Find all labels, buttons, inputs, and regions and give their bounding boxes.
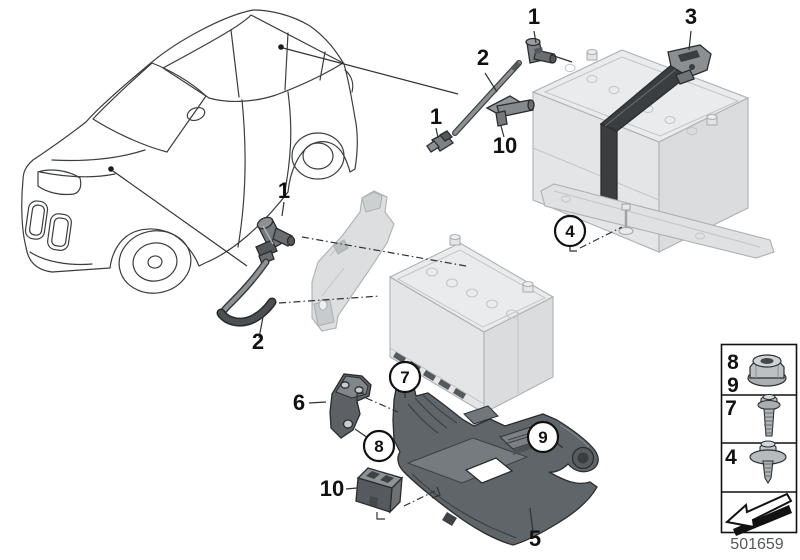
callout-4-circled[interactable]: 4 bbox=[553, 214, 587, 248]
battery-strap-part bbox=[599, 44, 712, 211]
legend-row-screw[interactable]: 4 bbox=[725, 440, 787, 485]
svg-text:7: 7 bbox=[400, 368, 409, 387]
car-rear-wheel bbox=[291, 132, 345, 180]
legend-label-9: 9 bbox=[727, 374, 739, 397]
leader-hood bbox=[112, 170, 248, 267]
legend-row-arrow[interactable] bbox=[724, 492, 793, 536]
part-number: 501659 bbox=[730, 536, 783, 553]
holder-part-bottom bbox=[355, 467, 404, 514]
callout-8-circled[interactable]: 8 bbox=[354, 428, 396, 463]
car-kidney-grille bbox=[24, 200, 72, 251]
battery-terminal bbox=[586, 48, 718, 126]
car-side-glass bbox=[162, 14, 344, 103]
callout-6-bracket[interactable]: 6 bbox=[293, 390, 305, 415]
callout-3-strap[interactable]: 3 bbox=[685, 4, 697, 29]
battery-tray-part bbox=[392, 386, 599, 546]
callout-9-circled[interactable]: 9 bbox=[526, 420, 564, 454]
car-c-pillar bbox=[284, 32, 289, 91]
washer-screw-icon bbox=[749, 440, 787, 485]
ghost-side-bracket-panel bbox=[311, 190, 395, 332]
car-b-pillar bbox=[230, 29, 240, 98]
rod-end-connector bbox=[426, 130, 454, 153]
legend-label-4: 4 bbox=[725, 446, 737, 469]
car-front-wheel bbox=[118, 230, 192, 294]
vent-rod-assembly bbox=[426, 37, 573, 153]
callout-10-top[interactable]: 10 bbox=[493, 133, 517, 158]
svg-text:9: 9 bbox=[538, 428, 547, 447]
car-outline bbox=[21, 9, 358, 294]
car-headlight bbox=[37, 169, 82, 196]
car-door-seam-rear bbox=[283, 91, 292, 197]
battery-vent-slots bbox=[393, 352, 466, 399]
car-quarter-window-line bbox=[319, 51, 326, 81]
car-door-seam-front bbox=[237, 99, 246, 248]
ghost-mounting-rail bbox=[540, 183, 775, 259]
strap-hook-bracket bbox=[667, 44, 712, 78]
car-front-apron bbox=[29, 251, 93, 266]
legend-row-nut[interactable]: 8 9 bbox=[727, 351, 787, 397]
ghost-battery-mid bbox=[388, 233, 555, 414]
reference-lines bbox=[278, 226, 623, 520]
callout-1-mid[interactable]: 1 bbox=[278, 178, 290, 203]
car-hood-crease2 bbox=[39, 171, 116, 178]
svg-text:8: 8 bbox=[374, 437, 383, 456]
legend-label-7: 7 bbox=[725, 397, 737, 420]
callout-5-tray[interactable]: 5 bbox=[529, 526, 541, 551]
leader-roof bbox=[282, 47, 459, 95]
location-dot-roof bbox=[278, 44, 284, 50]
callout-labels: 1 2 1 10 3 1 2 6 10 5 4 7 bbox=[252, 4, 697, 551]
rail-screw bbox=[618, 203, 634, 235]
flange-bolt-icon bbox=[757, 394, 781, 437]
holder-part-top bbox=[485, 95, 535, 127]
bracket-part-6 bbox=[329, 373, 372, 439]
car-mirror bbox=[186, 106, 206, 122]
location-leaders bbox=[108, 44, 459, 267]
car-windshield bbox=[92, 62, 207, 153]
callout-1-top[interactable]: 1 bbox=[528, 4, 540, 29]
next-diagram-arrow-icon bbox=[724, 492, 793, 536]
flange-nut-icon bbox=[747, 354, 787, 387]
battery-caps bbox=[426, 267, 518, 319]
callout-2-rod[interactable]: 2 bbox=[477, 45, 489, 70]
car-hood-crease bbox=[51, 149, 146, 162]
vent-hose-assembly bbox=[216, 216, 296, 327]
legend-label-8: 8 bbox=[727, 351, 739, 374]
car-body-silhouette bbox=[21, 9, 358, 273]
legend-row-bolt[interactable]: 7 bbox=[725, 394, 781, 437]
location-dot-hood bbox=[108, 166, 114, 172]
callout-7-circled[interactable]: 7 bbox=[388, 360, 422, 398]
callout-10-bottom[interactable]: 10 bbox=[320, 476, 344, 501]
tray-center-hole bbox=[464, 457, 514, 484]
elbow-connector-mid bbox=[255, 216, 296, 265]
car-taillight bbox=[344, 69, 354, 93]
fastener-legend: 8 9 7 4 bbox=[720, 343, 798, 536]
svg-text:4: 4 bbox=[565, 222, 575, 241]
leader-elbow-to-battery bbox=[550, 54, 573, 63]
callout-1-left[interactable]: 1 bbox=[430, 104, 442, 129]
callout-2-mid[interactable]: 2 bbox=[252, 329, 264, 354]
battery-terminal bbox=[449, 233, 534, 293]
elbow-connector-top bbox=[525, 37, 557, 64]
